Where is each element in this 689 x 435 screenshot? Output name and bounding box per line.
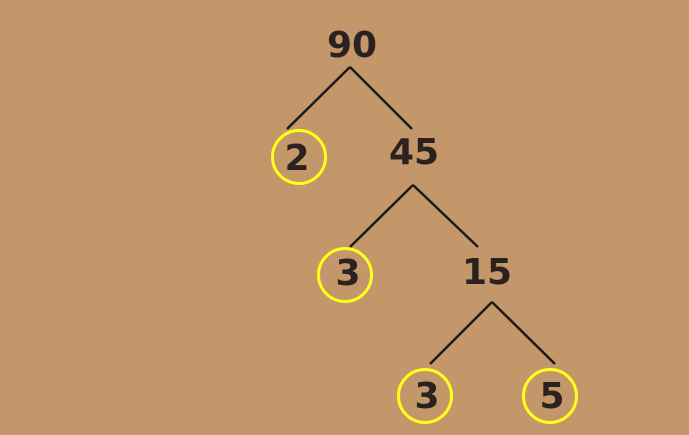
branch-90-to-45 [349, 66, 413, 130]
branch-90-to-2 [286, 66, 351, 130]
node-root-90: 90 [326, 25, 378, 66]
branch-45-to-3 [349, 184, 414, 248]
prime-highlight-circle-3-upper [317, 247, 373, 303]
branch-15-to-5 [491, 301, 556, 365]
branch-15-to-3 [429, 301, 493, 365]
prime-highlight-circle-5 [522, 368, 578, 424]
node-factor-15: 15 [461, 252, 513, 293]
node-factor-45: 45 [388, 132, 440, 173]
prime-highlight-circle-2 [271, 129, 327, 185]
node-factor-3-upper: 3 [335, 253, 361, 294]
node-factor-2: 2 [284, 138, 310, 179]
prime-highlight-circle-3-lower [397, 368, 453, 424]
node-factor-3-lower: 3 [414, 376, 440, 417]
node-factor-5: 5 [539, 376, 565, 417]
branch-45-to-15 [412, 184, 479, 248]
